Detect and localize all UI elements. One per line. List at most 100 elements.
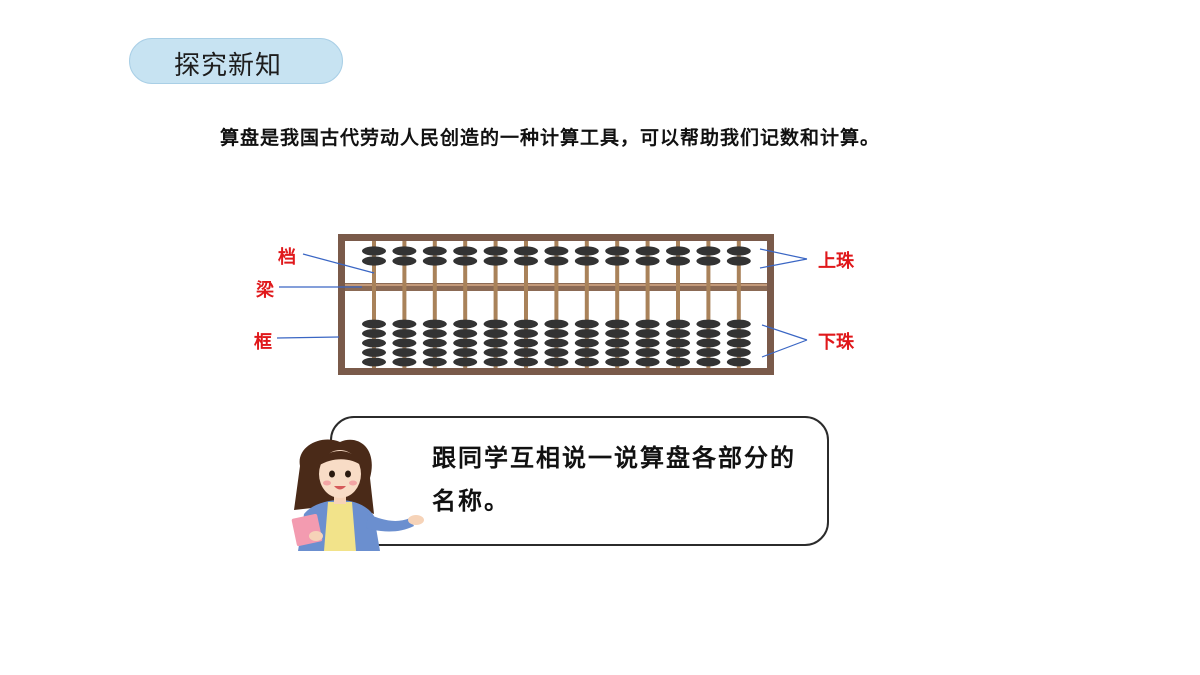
abacus-rod xyxy=(493,241,498,368)
upper-bead xyxy=(453,256,478,266)
lower-bead xyxy=(574,319,599,329)
teacher-character-icon xyxy=(291,439,424,551)
lower-bead xyxy=(696,348,721,357)
lower-bead xyxy=(422,319,447,329)
upper-bead xyxy=(483,246,508,256)
lower-bead xyxy=(635,348,660,357)
abacus-rod xyxy=(676,241,680,368)
lower-bead xyxy=(696,329,721,338)
upper-bead xyxy=(392,256,417,266)
abacus-rod xyxy=(736,241,741,368)
label-kuang: 框 xyxy=(254,332,272,353)
label-liang: 梁 xyxy=(256,280,274,301)
lower-bead xyxy=(666,357,690,367)
lower-bead xyxy=(514,329,538,338)
lower-bead xyxy=(453,348,478,357)
lower-bead xyxy=(544,338,569,348)
leader-line-kuang xyxy=(276,336,340,339)
upper-bead xyxy=(666,256,690,266)
upper-bead xyxy=(605,246,630,256)
upper-bead xyxy=(544,256,569,266)
lower-bead xyxy=(726,357,751,367)
upper-bead xyxy=(726,256,751,266)
lower-bead xyxy=(362,329,386,338)
lower-bead xyxy=(422,338,447,348)
lower-bead xyxy=(422,329,447,338)
speech-bubble-text: 跟同学互相说一说算盘各部分的名称。 xyxy=(432,443,796,515)
lower-bead xyxy=(483,329,508,338)
lower-bead xyxy=(635,329,660,338)
lower-bead xyxy=(483,357,508,367)
lower-bead xyxy=(635,319,660,329)
upper-bead xyxy=(635,256,660,266)
abacus-rod xyxy=(463,241,468,368)
upper-bead xyxy=(696,246,721,256)
section-tag: 探究新知 xyxy=(129,38,343,84)
lower-bead xyxy=(362,319,386,329)
lower-bead xyxy=(453,357,478,367)
leader-line-lower-2 xyxy=(761,339,808,358)
abacus-rod xyxy=(706,241,711,368)
abacus-rod xyxy=(402,241,407,368)
lower-bead xyxy=(544,329,569,338)
abacus-rod xyxy=(372,241,376,368)
lower-bead xyxy=(514,348,538,357)
lower-bead xyxy=(362,357,386,367)
abacus-rod xyxy=(524,241,528,368)
speech-bubble: 跟同学互相说一说算盘各部分的名称。 xyxy=(330,416,829,546)
label-upper-bead: 上珠 xyxy=(818,251,854,272)
lower-bead xyxy=(696,319,721,329)
lower-bead xyxy=(483,348,508,357)
lower-bead xyxy=(514,319,538,329)
abacus-rod xyxy=(432,241,437,368)
lower-bead xyxy=(605,357,630,367)
lower-bead xyxy=(453,319,478,329)
upper-bead xyxy=(605,256,630,266)
lower-bead xyxy=(605,329,630,338)
upper-bead xyxy=(362,246,386,256)
lower-bead xyxy=(605,348,630,357)
upper-bead xyxy=(514,256,538,266)
upper-bead xyxy=(483,256,508,266)
label-dang: 档 xyxy=(278,247,296,268)
lower-bead xyxy=(514,357,538,367)
abacus-rod xyxy=(645,241,650,368)
lower-bead xyxy=(422,357,447,367)
abacus-rod xyxy=(615,241,620,368)
lower-bead xyxy=(574,357,599,367)
lower-bead xyxy=(726,319,751,329)
lower-bead xyxy=(574,338,599,348)
upper-bead xyxy=(574,256,599,266)
upper-bead xyxy=(635,246,660,256)
leader-line-upper-2 xyxy=(759,258,808,269)
lower-bead xyxy=(635,338,660,348)
upper-bead xyxy=(362,256,386,266)
upper-bead xyxy=(514,246,538,256)
upper-bead xyxy=(422,256,447,266)
upper-bead xyxy=(726,246,751,256)
lower-bead xyxy=(514,338,538,348)
leader-line-upper-1 xyxy=(759,248,808,260)
lower-bead xyxy=(726,348,751,357)
abacus-rods xyxy=(372,241,741,368)
upper-bead xyxy=(453,246,478,256)
lower-bead xyxy=(605,338,630,348)
lower-bead xyxy=(666,348,690,357)
lower-bead xyxy=(422,348,447,357)
lower-bead xyxy=(666,319,690,329)
lower-bead xyxy=(605,319,630,329)
lower-bead xyxy=(574,348,599,357)
abacus-rod xyxy=(584,241,589,368)
lower-bead xyxy=(666,329,690,338)
leader-line-lower-1 xyxy=(761,324,808,341)
label-lower-bead: 下珠 xyxy=(818,332,854,353)
upper-bead xyxy=(696,256,721,266)
lower-bead xyxy=(362,338,386,348)
lower-bead xyxy=(666,338,690,348)
lower-bead xyxy=(574,329,599,338)
lower-bead xyxy=(544,319,569,329)
upper-bead xyxy=(392,246,417,256)
section-tag-label: 探究新知 xyxy=(174,51,283,81)
lower-bead xyxy=(453,338,478,348)
